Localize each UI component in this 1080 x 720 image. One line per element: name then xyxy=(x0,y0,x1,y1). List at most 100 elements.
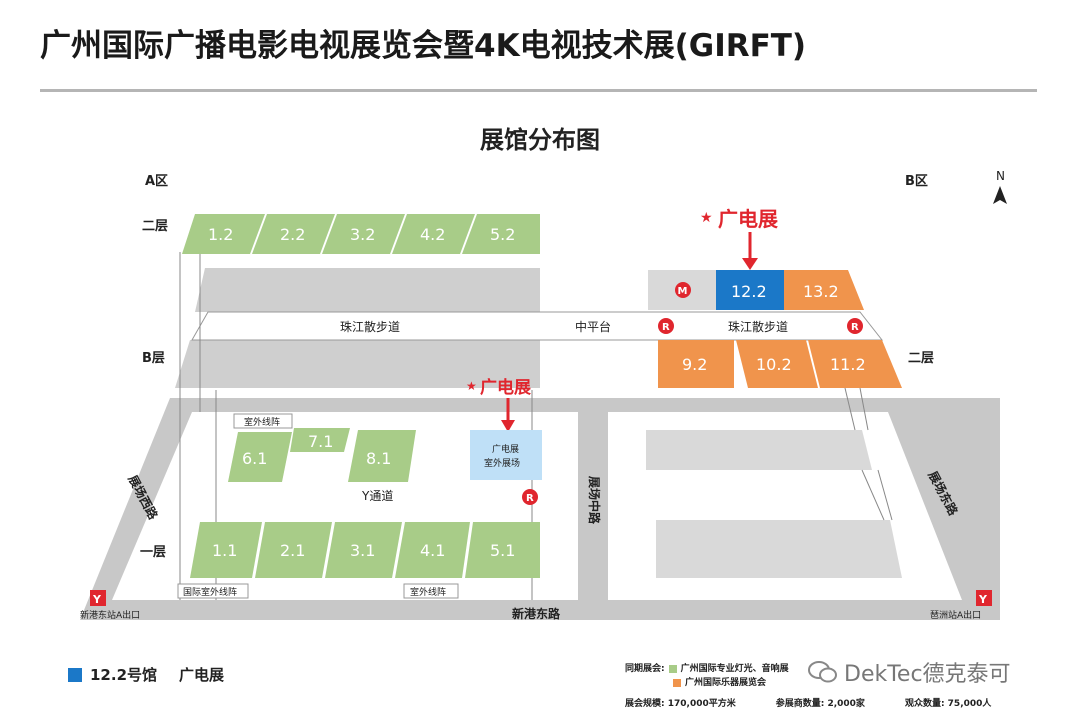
wechat-icon xyxy=(808,661,837,683)
hall-12-2-label: 12.2 xyxy=(731,282,767,301)
hall-5-1[interactable] xyxy=(465,522,540,578)
a-second-floor-halls xyxy=(182,214,540,254)
outdoor-gd-line1: 广电展 xyxy=(492,443,519,455)
hall-3-1[interactable] xyxy=(325,522,402,578)
b-building-lower xyxy=(656,520,902,578)
gd-top-arrow-head xyxy=(742,258,758,270)
floor-b-label: B层 xyxy=(142,351,165,366)
metro-left-icon xyxy=(90,590,106,606)
hall-3-2-label: 3.2 xyxy=(350,225,375,244)
hall-7-1-label: 7.1 xyxy=(308,432,333,451)
map-title: 展馆分布图 xyxy=(480,126,600,154)
hall-1-2[interactable] xyxy=(182,214,265,254)
outdoor-line-top-label: 室外线阵 xyxy=(244,416,280,428)
hall-9-2[interactable] xyxy=(658,340,734,388)
outdoor-intl-line-label: 国际室外线阵 xyxy=(183,586,237,598)
gd-mid-star: ★ xyxy=(466,379,477,393)
outdoor-line-top xyxy=(233,413,293,429)
concurrent-swatch-orange xyxy=(673,679,681,687)
hall-13-2-label: 13.2 xyxy=(803,282,839,301)
y-channel-label: Y通道 xyxy=(361,489,393,503)
r-marker-3: R xyxy=(526,493,534,504)
gd-top-star: ★ xyxy=(700,210,713,226)
hall-4-2[interactable] xyxy=(392,214,475,254)
metro-left-glyph: Y xyxy=(92,593,102,606)
station-left-label: 新港东站A出口 xyxy=(80,609,140,621)
legend-label: 12.2号馆 xyxy=(90,666,158,684)
road-south-label: 新港东路 xyxy=(512,606,561,621)
floor-1-label: 一层 xyxy=(140,545,166,560)
stats-scale: 展会规模: 170,000平方米 xyxy=(625,699,736,709)
metro-marker-label: M xyxy=(678,286,688,297)
r-marker-2: R xyxy=(851,322,859,333)
outdoor-intl-line xyxy=(177,583,249,599)
floor-2-b-label: 二层 xyxy=(908,351,934,366)
metro-marker xyxy=(675,282,691,298)
station-right-label: 琶洲站A出口 xyxy=(930,609,981,621)
r-markers xyxy=(522,318,863,505)
concurrent-item2: 广州国际乐器展览会 xyxy=(685,678,767,688)
hall-3-2[interactable] xyxy=(322,214,405,254)
hall-5-1-label: 5.1 xyxy=(490,541,515,560)
zhujiang-right-label: 珠江散步道 xyxy=(728,319,788,334)
gd-top-label: 广电展 xyxy=(718,207,778,231)
a-b-layer-base xyxy=(175,340,540,388)
metro-right-glyph: Y xyxy=(978,593,988,606)
north-label: N xyxy=(996,169,1005,183)
hall-4-1[interactable] xyxy=(395,522,470,578)
stats-visitors: 观众数量: 75,000人 xyxy=(904,699,992,709)
concurrent-heading: 同期展会: xyxy=(625,664,665,674)
hall-2-1[interactable] xyxy=(255,522,332,578)
watermark-text: DekTec德克泰可 xyxy=(844,662,1011,687)
hall-4-1-label: 4.1 xyxy=(420,541,445,560)
outdoor-line-bottom-label: 室外线阵 xyxy=(410,586,446,598)
title-divider xyxy=(40,89,1037,92)
legend-swatch xyxy=(68,667,82,682)
hall-7-1[interactable] xyxy=(290,428,350,452)
hall-13-2[interactable] xyxy=(784,270,864,310)
floor-2-a-label: 二层 xyxy=(142,219,168,234)
hall-8-1-label: 8.1 xyxy=(366,449,391,468)
zhongpingtai-label: 中平台 xyxy=(575,319,611,334)
hall-1-2-label: 1.2 xyxy=(208,225,233,244)
b-building-upper xyxy=(646,430,872,470)
page-title: 广州国际广播电影电视展览会暨4K电视技术展(GIRFT) xyxy=(40,28,807,64)
hall-10-2[interactable] xyxy=(736,340,818,388)
outdoor-gd-line2: 室外展场 xyxy=(484,457,520,469)
concurrent-exhibitions: 同期展会: 广州国际专业灯光、音响展 广州国际乐器展览会 xyxy=(625,662,789,690)
concurrent-item1: 广州国际专业灯光、音响展 xyxy=(680,664,789,674)
hall-1-1-label: 1.1 xyxy=(212,541,237,560)
middle-road xyxy=(578,412,608,600)
road-middle-label: 展场中路 xyxy=(587,476,602,525)
watermark: DekTec德克泰可 xyxy=(808,656,1011,688)
gd-mid-arrow-head xyxy=(501,420,515,432)
hall-5-2-label: 5.2 xyxy=(490,225,515,244)
zhujiang-left-label: 珠江散步道 xyxy=(340,319,400,334)
hall-4-2-label: 4.2 xyxy=(420,225,445,244)
hall-12-2[interactable] xyxy=(716,270,784,310)
hall-11-2-label: 11.2 xyxy=(830,355,866,374)
zone-a-label: A区 xyxy=(145,174,168,189)
hall-2-2[interactable] xyxy=(252,214,335,254)
stats-exhibitors: 参展商数量: 2,000家 xyxy=(775,699,865,709)
zone-b-label: B区 xyxy=(905,174,928,189)
hall-6-1-label: 6.1 xyxy=(242,449,267,468)
hall-5-2[interactable] xyxy=(462,214,540,254)
outdoor-gd-area[interactable] xyxy=(470,430,542,480)
north-arrow-icon xyxy=(993,186,1007,204)
metro-right-icon xyxy=(976,590,992,606)
hall-1-1[interactable] xyxy=(190,522,262,578)
legend-name: 广电展 xyxy=(179,666,225,684)
hall-2-1-label: 2.1 xyxy=(280,541,305,560)
hall-8-1[interactable] xyxy=(348,430,416,482)
hall-3-1-label: 3.1 xyxy=(350,541,375,560)
hall-6-1[interactable] xyxy=(228,432,292,482)
gd-mid-label: 广电展 xyxy=(480,377,531,398)
outdoor-line-bottom xyxy=(403,583,459,599)
exhibition-stats: 展会规模: 170,000平方米 参展商数量: 2,000家 观众数量: 75,… xyxy=(625,696,991,709)
hall-11-2[interactable] xyxy=(808,340,902,388)
legend: 12.2号馆 广电展 xyxy=(68,664,224,685)
hall-10-2-label: 10.2 xyxy=(756,355,792,374)
hall-2-2-label: 2.2 xyxy=(280,225,305,244)
r-marker-1: R xyxy=(662,322,670,333)
